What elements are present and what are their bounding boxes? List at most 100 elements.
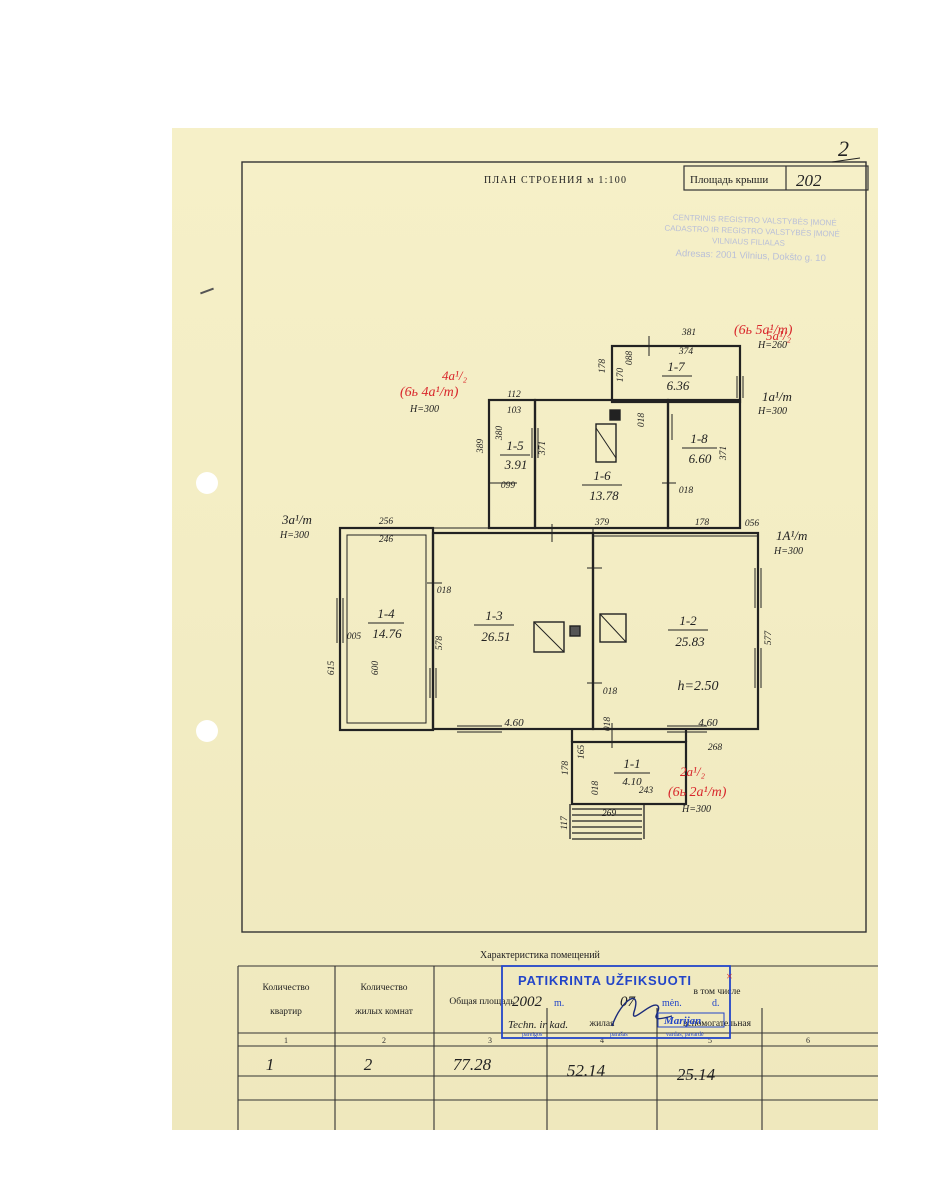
svg-text:жилых комнат: жилых комнат xyxy=(354,1007,414,1017)
wall-room-1-2 xyxy=(591,531,760,731)
svg-text:Общая площадь: Общая площадь xyxy=(449,996,515,1007)
page-number: 2 xyxy=(838,136,849,161)
door-marks xyxy=(427,336,676,748)
windows xyxy=(336,376,762,733)
wall-room-1-8 xyxy=(666,398,742,530)
characteristics-values: 1 2 77.28 52.14 25.14 xyxy=(266,1055,716,1084)
characteristics-title: Характеристика помещений xyxy=(480,950,601,961)
value-living-rooms: 2 xyxy=(364,1055,373,1074)
stamp-cross: × xyxy=(726,969,733,983)
annotation-h260: H=260 xyxy=(757,340,787,351)
stove-room-1-3 xyxy=(533,621,565,653)
annotation-h300-b: H=300 xyxy=(757,406,787,417)
svg-text:2002: 2002 xyxy=(512,994,543,1010)
svg-text:112: 112 xyxy=(507,390,521,400)
annotation-5a-top: 5a¹/₂ xyxy=(766,328,792,343)
punch-hole-bottom xyxy=(196,720,218,742)
room-1-1-area: 4.10 xyxy=(622,776,642,788)
svg-text:371: 371 xyxy=(719,446,729,461)
svg-text:6: 6 xyxy=(806,1036,810,1045)
svg-text:099: 099 xyxy=(501,481,516,491)
svg-text:578: 578 xyxy=(435,636,445,651)
signature xyxy=(611,998,673,1027)
svg-text:117: 117 xyxy=(560,815,570,830)
value-total-area: 77.28 xyxy=(453,1055,492,1074)
plan-title: ПЛАН СТРОЕНИЯ м 1:100 xyxy=(484,175,627,186)
stoves xyxy=(533,409,627,653)
svg-text:256: 256 xyxy=(379,517,394,527)
annotation-4a-top: 4a¹/₂ xyxy=(442,368,468,383)
svg-text:mėn.: mėn. xyxy=(662,998,682,1009)
svg-text:600: 600 xyxy=(371,661,381,676)
svg-text:018: 018 xyxy=(603,717,613,732)
dimension-labels: 381 374 178 170 088 112 103 389 380 371 … xyxy=(327,328,774,830)
svg-text:018: 018 xyxy=(437,586,452,596)
svg-text:квартир: квартир xyxy=(270,1007,302,1017)
svg-text:4.60: 4.60 xyxy=(504,717,524,729)
room-1-8-area: 6.60 xyxy=(689,451,712,466)
svg-text:615: 615 xyxy=(327,661,337,676)
room-1-6-area: 13.78 xyxy=(589,488,619,503)
document-sheet: 2 ПЛАН СТРОЕНИЯ м 1:100 Площадь крыши 20… xyxy=(172,128,878,1130)
room-1-8-id: 1-8 xyxy=(690,431,708,446)
svg-text:246: 246 xyxy=(379,535,394,545)
svg-text:268: 268 xyxy=(708,743,723,753)
svg-text:371: 371 xyxy=(538,441,548,456)
svg-text:018: 018 xyxy=(637,413,647,428)
room-1-1-id: 1-1 xyxy=(623,756,640,771)
svg-text:жилая: жилая xyxy=(589,1019,616,1029)
registry-stamp: CENTRINIS REGISTRO VALSTYBĖS ĮMONĖ CADAS… xyxy=(664,213,840,264)
svg-text:381: 381 xyxy=(681,328,696,338)
verification-stamp: PATIKRINTA UŽFIKSUOTI 2002 m. 07 mėn. d.… xyxy=(501,965,733,1039)
stove-room-1-6 xyxy=(595,423,617,463)
roof-area-value: 202 xyxy=(796,171,822,190)
annotation-3a-left: 3a¹/m xyxy=(281,512,312,527)
svg-text:3: 3 xyxy=(488,1036,492,1045)
svg-text:269: 269 xyxy=(602,809,617,819)
outer-wall-line xyxy=(340,527,758,537)
entrance-stairs xyxy=(569,803,645,840)
room-height: h=2.50 xyxy=(678,679,719,694)
svg-text:вспомогательная: вспомогательная xyxy=(683,1019,752,1029)
svg-text:07: 07 xyxy=(620,994,637,1010)
stove-room-1-2 xyxy=(599,613,627,643)
sheet-drawing: 2 ПЛАН СТРОЕНИЯ м 1:100 Площадь крыши 20… xyxy=(237,136,878,1130)
svg-text:vardas, pavardė: vardas, pavardė xyxy=(666,1032,704,1038)
svg-text:PATIKRINTA UŽFIKSUOTI: PATIKRINTA UŽFIKSUOTI xyxy=(518,973,692,988)
svg-text:2: 2 xyxy=(382,1036,386,1045)
value-aux-area: 25.14 xyxy=(677,1065,716,1084)
annotation-4a-main: (6ь 4a¹/m) xyxy=(400,385,459,400)
svg-text:005: 005 xyxy=(347,632,362,642)
svg-text:056: 056 xyxy=(745,519,760,529)
svg-text:Количество: Количество xyxy=(360,983,407,993)
svg-text:в том числе: в том числе xyxy=(694,987,741,997)
annotation-5a-main: (6ь 5a¹/m) xyxy=(734,323,793,338)
roof-area-box xyxy=(683,165,869,191)
characteristics-headers: Количество квартир Количество жилых комн… xyxy=(262,983,751,1029)
svg-text:103: 103 xyxy=(507,406,522,416)
room-1-3-area: 26.51 xyxy=(481,629,510,644)
room-1-3-id: 1-3 xyxy=(485,608,503,623)
svg-text:d.: d. xyxy=(712,998,720,1009)
characteristics-table xyxy=(237,965,878,1130)
svg-text:389: 389 xyxy=(476,439,486,455)
annotation-h300-c: H=300 xyxy=(279,530,309,541)
svg-text:Techn. ir kad.: Techn. ir kad. xyxy=(508,1019,568,1031)
handwritten-annotations: 5a¹/₂ (6ь 5a¹/m) H=260 4a¹/₂ (6ь 4a¹/m) … xyxy=(279,323,807,815)
annotation-h300-d: H=300 xyxy=(773,546,803,557)
svg-text:018: 018 xyxy=(679,486,694,496)
annotation-h300-e: H=300 xyxy=(681,804,711,815)
room-labels: 1-7 6.36 1-5 3.91 1-6 13.78 1-8 6.60 1-4… xyxy=(368,359,718,788)
annotation-2a-top: 2a¹/₂ xyxy=(680,764,706,779)
svg-text:379: 379 xyxy=(594,518,610,528)
svg-text:178: 178 xyxy=(561,761,571,776)
svg-text:pareigos: pareigos xyxy=(522,1032,543,1038)
svg-text:380: 380 xyxy=(495,426,505,442)
annotation-h300-a: H=300 xyxy=(409,404,439,415)
punch-hole-top xyxy=(196,472,218,494)
room-1-7-id: 1-7 xyxy=(667,359,685,374)
floor-plan xyxy=(338,344,760,806)
svg-text:577: 577 xyxy=(764,630,774,646)
svg-text:Adresas: 2001 Vilnius, Dokšto: Adresas: 2001 Vilnius, Dokšto g. 10 xyxy=(675,248,826,264)
svg-text:VILNIAUS FILIALAS: VILNIAUS FILIALAS xyxy=(712,236,785,248)
